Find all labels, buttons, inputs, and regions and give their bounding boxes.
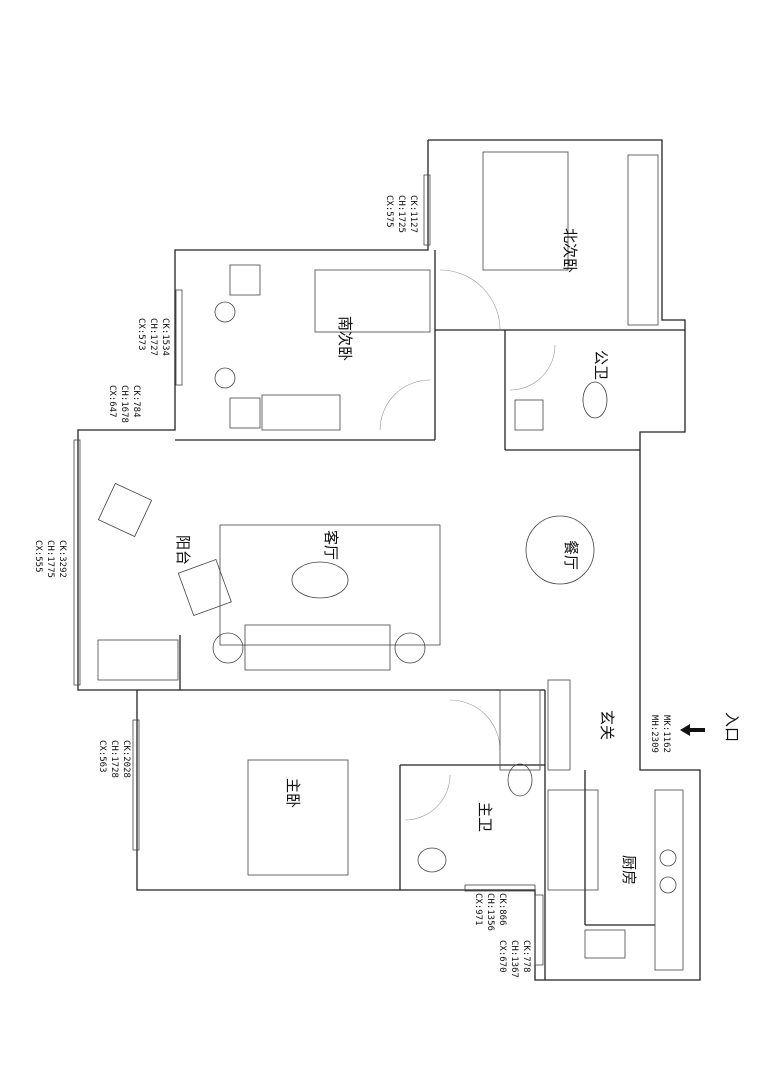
dimension-master-bedroom-window: CK:2028 CH:1728 CX:563 xyxy=(97,740,131,778)
room-label-public-bath: 公卫 xyxy=(592,350,610,380)
svg-text:CK:778: CK:778 xyxy=(521,940,531,973)
dimension-north-bedroom-window: CK:1127 CH:1725 CX:575 xyxy=(384,195,418,233)
svg-text:CH:1727: CH:1727 xyxy=(148,318,158,356)
room-label-balcony: 阳台 xyxy=(174,535,192,565)
furniture xyxy=(97,151,684,971)
dimension-kitchen-window: CK:778 CH:1367 CX:670 xyxy=(497,940,531,978)
room-label-north-bedroom: 北次卧 xyxy=(561,228,579,273)
svg-text:CK:1534: CK:1534 xyxy=(160,318,170,356)
room-label-dining-room: 餐厅 xyxy=(562,540,580,570)
svg-text:CX:971: CX:971 xyxy=(473,893,483,926)
walls xyxy=(77,139,701,981)
svg-text:CK:2028: CK:2028 xyxy=(121,740,131,778)
svg-text:CX:575: CX:575 xyxy=(384,195,394,228)
svg-text:CX:647: CX:647 xyxy=(107,385,117,418)
room-label-kitchen: 厨房 xyxy=(620,855,638,885)
svg-text:CX:555: CX:555 xyxy=(33,540,43,573)
svg-text:CK:866: CK:866 xyxy=(497,893,507,926)
entrance-arrow-icon xyxy=(680,724,705,736)
room-label-master-bath: 主卫 xyxy=(476,802,494,832)
room-label-living-room: 客厅 xyxy=(322,530,340,560)
svg-text:CX:573: CX:573 xyxy=(136,318,146,351)
doors xyxy=(379,269,556,821)
svg-text:CH:1678: CH:1678 xyxy=(119,385,129,423)
entrance-label: 入口 xyxy=(723,712,741,742)
svg-text:CH:1367: CH:1367 xyxy=(509,940,519,978)
svg-text:CK:1127: CK:1127 xyxy=(408,195,418,233)
svg-text:MH:2309: MH:2309 xyxy=(649,715,659,753)
svg-text:MK:1162: MK:1162 xyxy=(661,715,671,753)
dimension-master-bath-window: CK:866 CH:1356 CX:971 xyxy=(473,893,507,931)
svg-text:CH:1775: CH:1775 xyxy=(45,540,55,578)
svg-text:CX:563: CX:563 xyxy=(97,740,107,773)
room-label-south-bedroom: 南次卧 xyxy=(336,316,354,361)
svg-text:CH:1725: CH:1725 xyxy=(396,195,406,233)
dimension-entrance-door: MK:1162 MH:2309 xyxy=(649,715,671,753)
svg-text:CK:3292: CK:3292 xyxy=(57,540,67,578)
dimension-south-bedroom-window: CK:1534 CH:1727 CX:573 xyxy=(136,318,170,356)
svg-text:CH:1356: CH:1356 xyxy=(485,893,495,931)
svg-text:CH:1728: CH:1728 xyxy=(109,740,119,778)
dimension-balcony-window: CK:3292 CH:1775 CX:555 xyxy=(33,540,67,578)
windows xyxy=(73,174,544,966)
svg-text:CX:670: CX:670 xyxy=(497,940,507,973)
svg-text:CK:784: CK:784 xyxy=(131,385,141,418)
room-label-master-bedroom: 主卧 xyxy=(284,778,302,808)
dimension-south-bedroom-window-2: CK:784 CH:1678 CX:647 xyxy=(107,385,141,423)
room-label-foyer: 玄关 xyxy=(598,710,616,740)
